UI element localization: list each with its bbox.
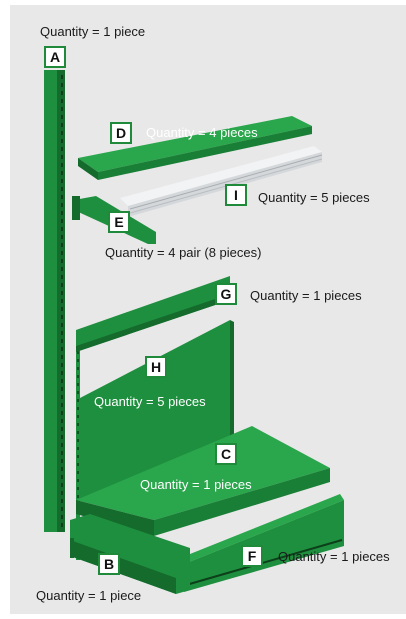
part-g-caption: Quantity = 1 pieces — [250, 288, 362, 303]
back-upright — [76, 330, 80, 560]
part-e-caption: Quantity = 4 pair (8 pieces) — [105, 245, 262, 260]
part-a-caption: Quantity = 1 piece — [40, 24, 146, 39]
kick-plate-f — [180, 494, 344, 592]
part-h-caption: Quantity = 5 pieces — [94, 394, 206, 409]
part-a-badge: A — [44, 46, 66, 68]
part-e-badge: E — [108, 211, 130, 233]
part-f-caption: Quantity = 1 pieces — [278, 549, 390, 564]
part-b-caption: Quantity = 1 piece — [36, 588, 142, 603]
part-i-caption: Quantity = 5 pieces — [258, 190, 370, 205]
part-d-caption: Quantity = 4 pieces — [146, 125, 258, 140]
part-c-badge: C — [215, 443, 237, 465]
part-h-badge: H — [145, 356, 167, 378]
shelf-d — [78, 116, 312, 180]
upright-post-a — [44, 70, 65, 532]
part-g-badge: G — [215, 283, 237, 305]
part-f-badge: F — [241, 545, 263, 567]
back-panel-g — [76, 276, 230, 352]
part-c-caption: Quantity = 1 pieces — [140, 477, 252, 492]
part-d-badge: D — [110, 122, 132, 144]
part-b-badge: B — [98, 553, 120, 575]
base-shelf-c — [76, 426, 330, 536]
base-foot-b — [70, 514, 190, 594]
back-panel-h — [80, 320, 234, 500]
part-i-badge: I — [225, 184, 247, 206]
